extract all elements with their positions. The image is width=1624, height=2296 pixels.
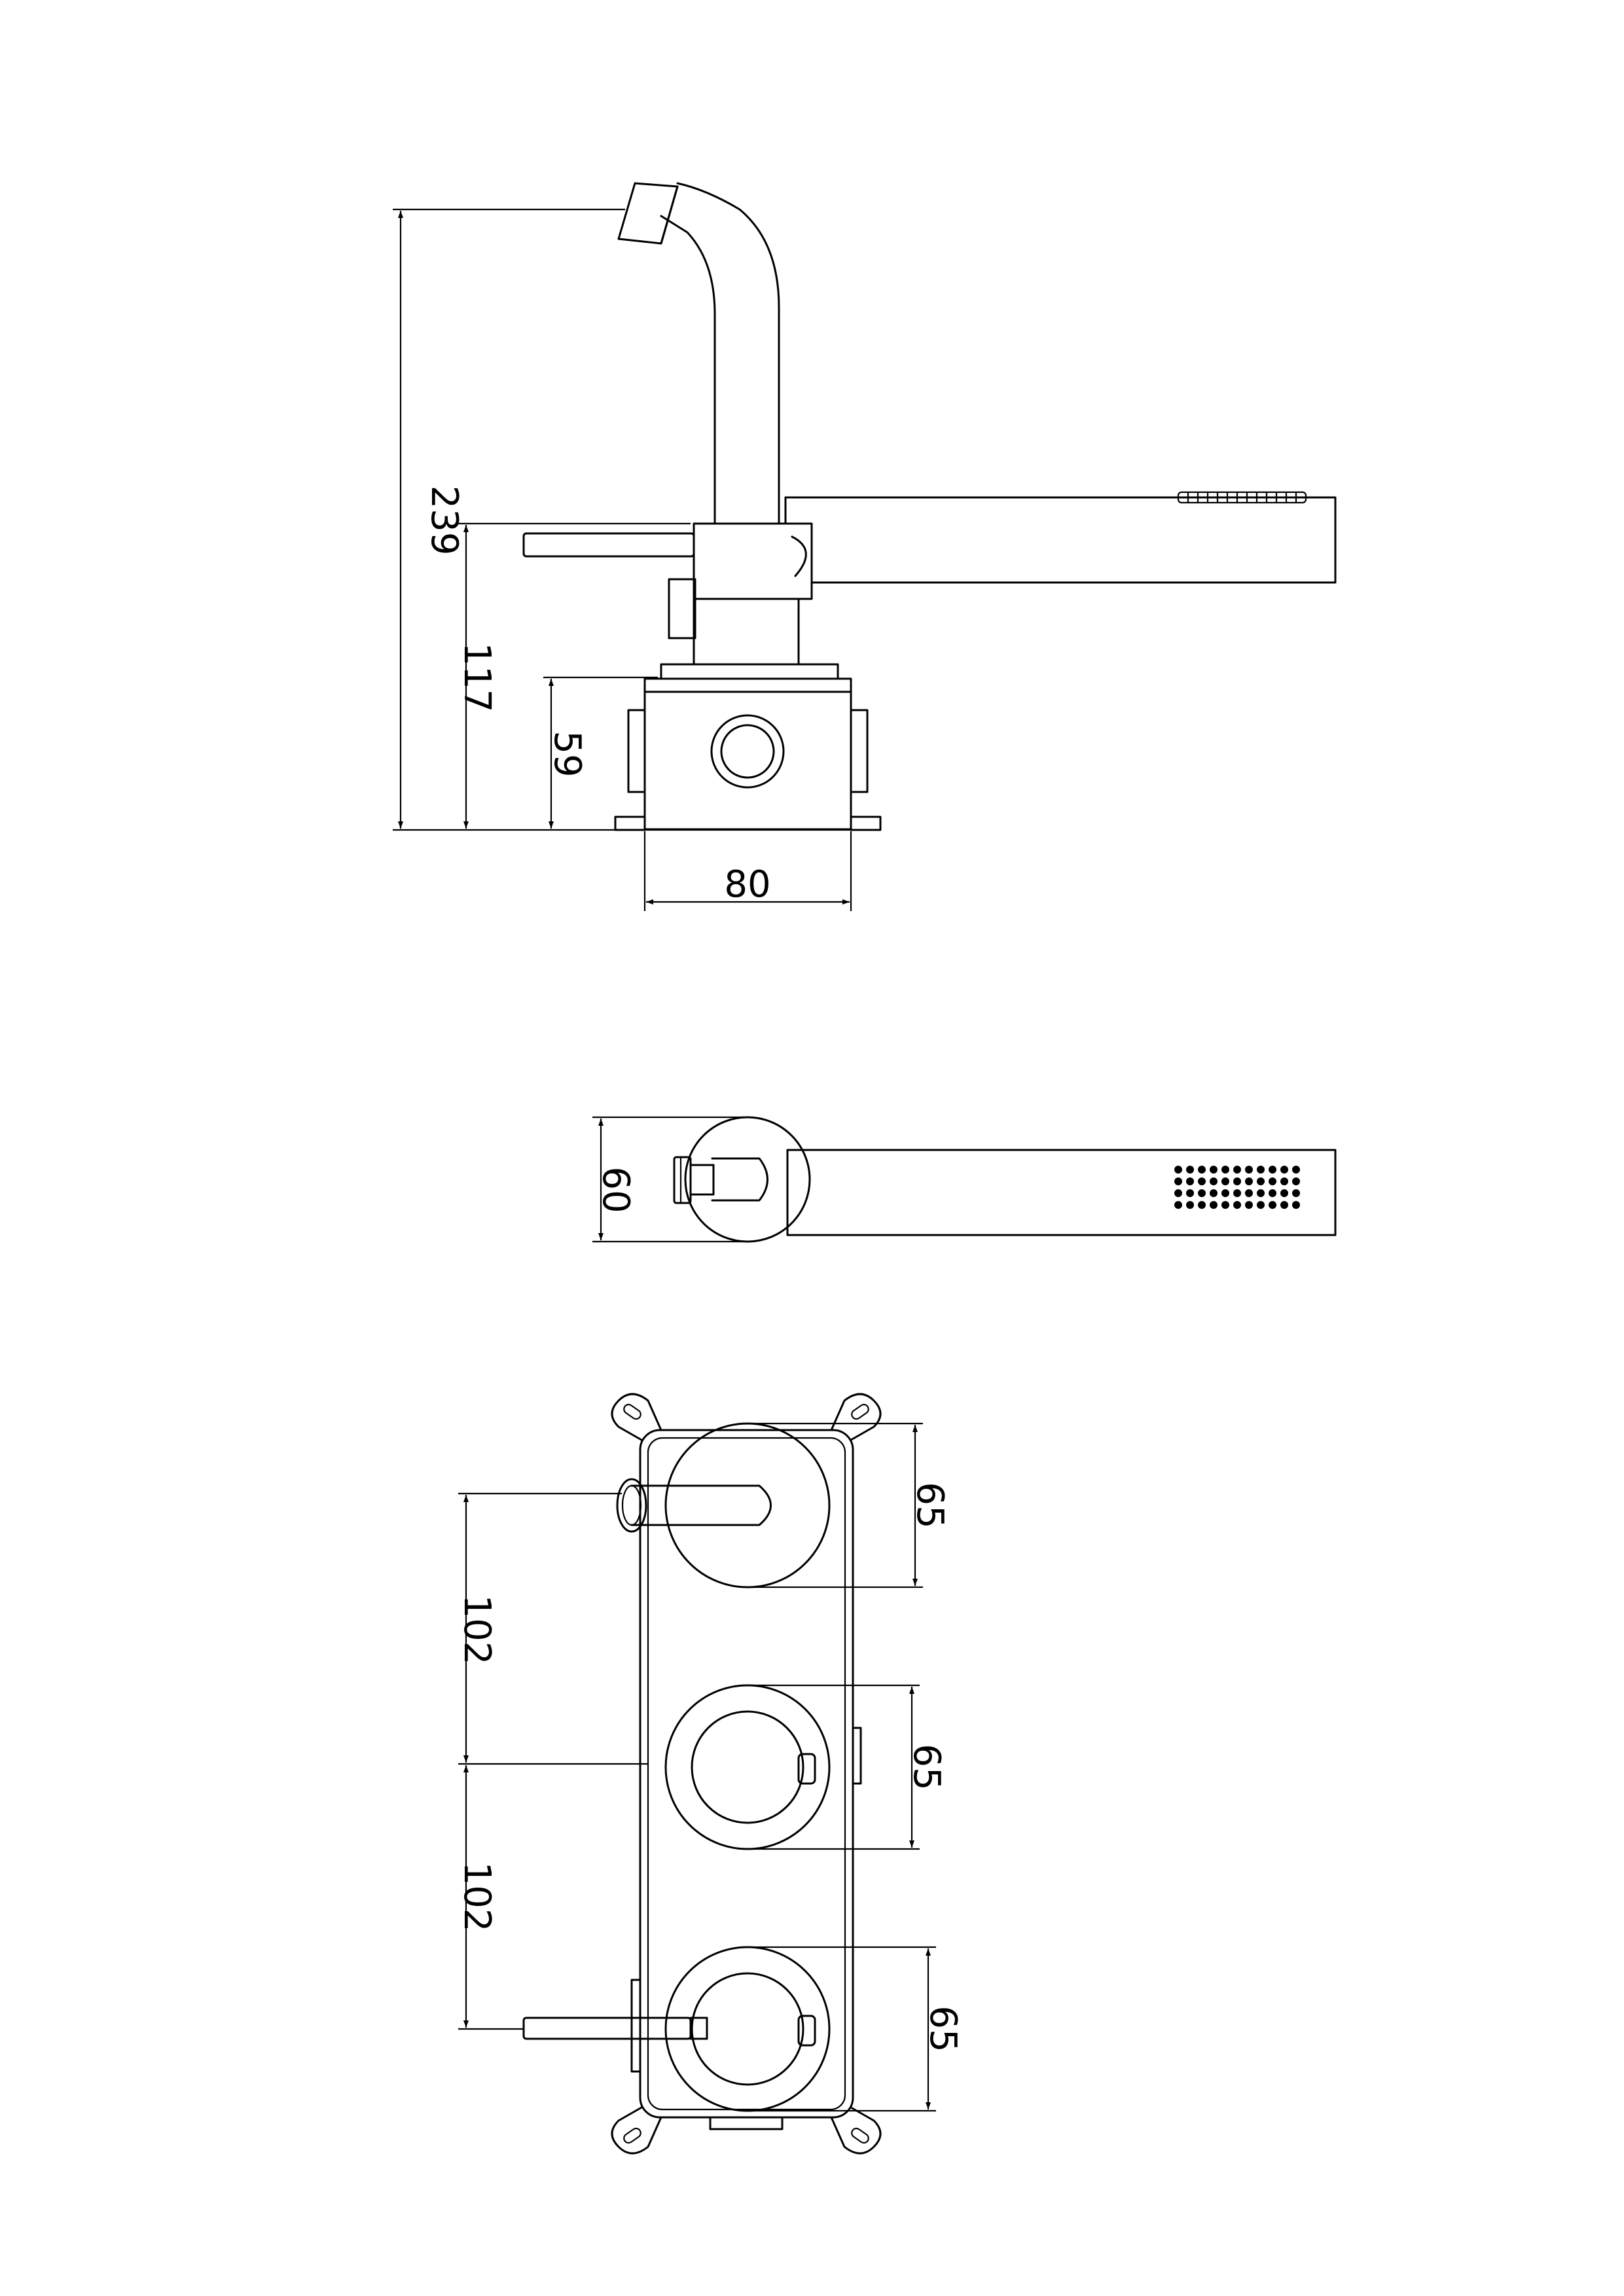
dim-label-117: 117 bbox=[456, 643, 498, 713]
concealed-box-side bbox=[614, 691, 882, 831]
hand-shower-side bbox=[784, 491, 1337, 584]
mixer-rosette bbox=[522, 1946, 831, 2112]
dim-65-bottom: 65 bbox=[748, 1946, 964, 2112]
dim-60: 60 bbox=[592, 1116, 748, 1243]
spout-outline bbox=[617, 182, 780, 525]
dim-label-102-upper: 102 bbox=[456, 1595, 498, 1665]
dim-59: 59 bbox=[543, 676, 658, 829]
dim-80: 80 bbox=[643, 831, 852, 911]
diverter-rosette bbox=[664, 1684, 862, 1850]
dim-label-60: 60 bbox=[594, 1166, 637, 1213]
top-view: 60 bbox=[592, 1116, 1337, 1243]
wall-plate bbox=[639, 1429, 854, 2119]
dim-117: 117 bbox=[456, 522, 691, 829]
spray-face-top bbox=[1174, 1166, 1300, 1209]
spray-nozzles-side bbox=[1177, 491, 1307, 504]
dim-label-65-middle: 65 bbox=[905, 1744, 948, 1790]
dim-label-80: 80 bbox=[724, 863, 770, 906]
dim-65-middle: 65 bbox=[748, 1684, 948, 1850]
dim-label-239: 239 bbox=[423, 486, 465, 556]
dim-label-65-bottom: 65 bbox=[922, 2005, 964, 2052]
dim-102-lower: 102 bbox=[456, 1765, 524, 2030]
mounting-ears bbox=[611, 1393, 882, 2155]
dim-label-59: 59 bbox=[546, 730, 588, 777]
front-view: 65 65 65 102 102 bbox=[456, 1393, 964, 2155]
dim-239: 239 bbox=[393, 208, 874, 831]
dim-102-upper: 102 bbox=[456, 1492, 648, 1765]
dim-label-65-top: 65 bbox=[909, 1482, 951, 1528]
dim-65-top: 65 bbox=[748, 1422, 951, 1588]
dim-label-102-lower: 102 bbox=[456, 1862, 498, 1932]
side-view: 239 117 59 80 bbox=[393, 182, 1337, 911]
mixer-body-side bbox=[522, 522, 852, 693]
